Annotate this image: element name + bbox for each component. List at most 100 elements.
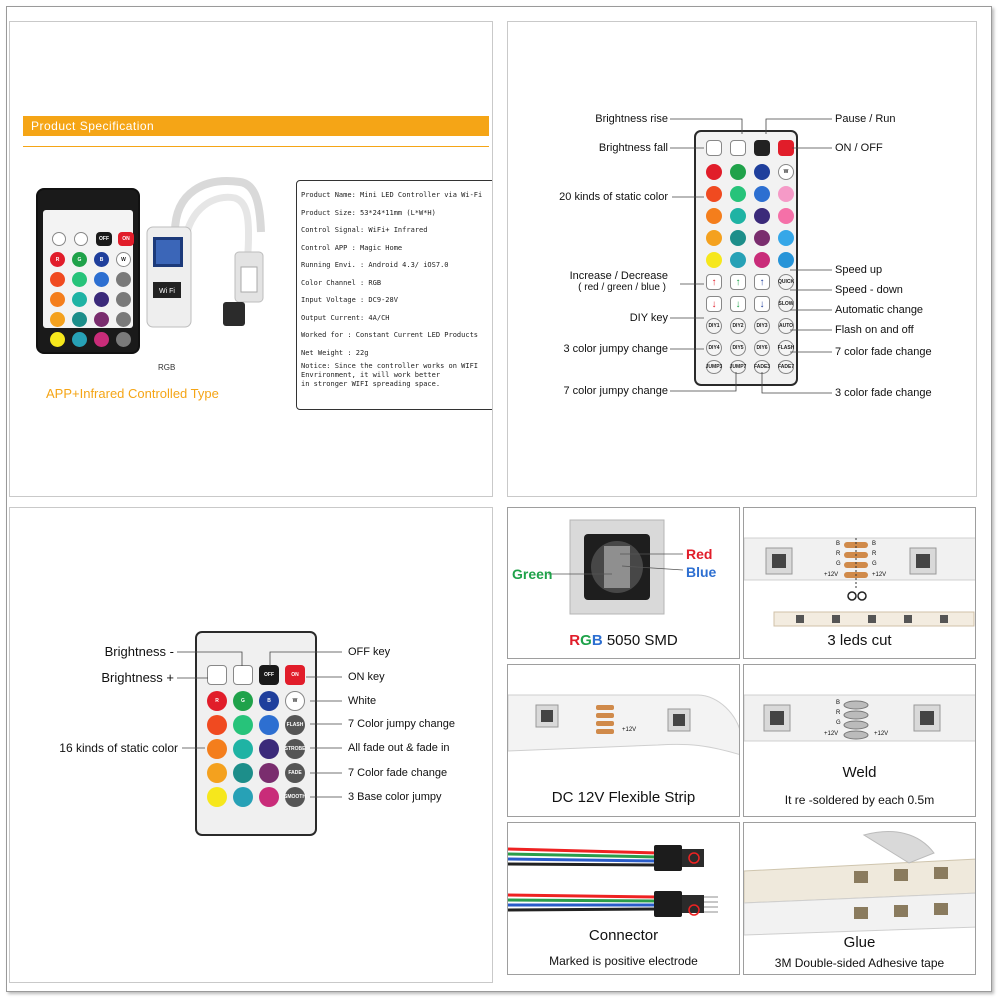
static-color-key[interactable] [730, 208, 746, 224]
static-color-key[interactable] [706, 186, 722, 202]
static-color-key[interactable]: G [233, 691, 253, 711]
strobe-button[interactable]: STROBE [285, 739, 305, 759]
white-button[interactable]: W [285, 691, 305, 711]
mini-color-key[interactable] [116, 272, 131, 287]
jump7-button[interactable]: JUMP7 [730, 360, 746, 374]
cut-pad-g-left: G [836, 561, 841, 567]
diy2-button[interactable]: DIY2 [730, 318, 746, 334]
mini-color-key[interactable] [72, 272, 87, 287]
mini-color-key[interactable]: R [50, 252, 65, 267]
mini-color-key[interactable]: W [116, 252, 131, 267]
diy4-button[interactable]: DIY4 [706, 340, 722, 356]
mini-color-key[interactable] [50, 292, 65, 307]
static-color-key[interactable] [207, 763, 227, 783]
smooth-button[interactable]: SMOOTH [284, 787, 306, 807]
mini-color-key[interactable] [50, 272, 65, 287]
mini-color-key[interactable] [94, 292, 109, 307]
mini-brightness-up-button[interactable] [74, 232, 88, 246]
mini-color-key[interactable] [50, 312, 65, 327]
label-7-color-fade: 7 color fade change [835, 346, 932, 358]
static-color-key[interactable] [706, 164, 722, 180]
mini-color-key[interactable] [116, 312, 131, 327]
jump3-button[interactable]: JUMP3 [706, 360, 722, 374]
mini-color-key[interactable] [94, 272, 109, 287]
label-speed-up: Speed up [835, 264, 883, 276]
quick-button[interactable]: QUICK [778, 274, 794, 290]
diy3-button[interactable]: DIY3 [754, 318, 770, 334]
static-color-key[interactable] [706, 208, 722, 224]
static-color-key[interactable] [259, 715, 279, 735]
static-color-key[interactable] [730, 186, 746, 202]
mini-color-key[interactable]: G [72, 252, 87, 267]
static-color-key[interactable] [754, 252, 770, 268]
static-color-key[interactable] [233, 787, 253, 807]
diy5-button[interactable]: DIY5 [730, 340, 746, 356]
static-color-key[interactable] [778, 252, 794, 268]
slow-button[interactable]: SLOW [778, 296, 794, 312]
brightness-minus-button[interactable] [207, 665, 227, 685]
decrease-channel-button[interactable]: ↓ [706, 296, 722, 312]
pause-run-button[interactable] [754, 140, 770, 156]
mini-color-key[interactable] [116, 292, 131, 307]
static-color-key[interactable] [207, 715, 227, 735]
static-color-key[interactable] [730, 230, 746, 246]
on-off-button[interactable] [778, 140, 794, 156]
static-color-key[interactable]: R [207, 691, 227, 711]
tile-connector: Connector Marked is positive electrode [507, 822, 740, 975]
static-color-key[interactable] [233, 715, 253, 735]
cut-pad-g-right: G [872, 561, 877, 567]
static-color-key[interactable] [259, 787, 279, 807]
spec-list: Product Name: Mini LED Controller via Wi… [296, 180, 492, 410]
static-color-key[interactable] [706, 230, 722, 246]
static-color-key[interactable]: B [259, 691, 279, 711]
mini-color-key[interactable] [50, 332, 65, 347]
mini-color-key[interactable] [72, 292, 87, 307]
increase-channel-button[interactable]: ↑ [706, 274, 722, 290]
brightness-fall-button[interactable] [730, 140, 746, 156]
static-color-key[interactable] [754, 186, 770, 202]
static-color-key[interactable] [730, 164, 746, 180]
mini-color-key[interactable] [94, 332, 109, 347]
static-color-key[interactable] [754, 208, 770, 224]
decrease-channel-button[interactable]: ↓ [754, 296, 770, 312]
mini-color-key[interactable] [94, 312, 109, 327]
static-color-key[interactable] [233, 739, 253, 759]
static-color-key[interactable] [259, 763, 279, 783]
static-color-key[interactable] [259, 739, 279, 759]
brightness-rise-button[interactable] [706, 140, 722, 156]
static-color-key[interactable] [730, 252, 746, 268]
flash-button[interactable]: FLASH [285, 715, 305, 735]
on-button[interactable]: ON [285, 665, 305, 685]
mini-color-key[interactable] [72, 312, 87, 327]
static-color-key[interactable] [754, 164, 770, 180]
connector-caption: Connector [588, 927, 659, 944]
mini-color-key[interactable] [72, 332, 87, 347]
static-color-key[interactable] [233, 763, 253, 783]
off-button[interactable]: OFF [259, 665, 279, 685]
decrease-channel-button[interactable]: ↓ [730, 296, 746, 312]
static-color-key[interactable] [778, 208, 794, 224]
diy1-button[interactable]: DIY1 [706, 318, 722, 334]
static-color-key[interactable] [778, 230, 794, 246]
mini-on-button[interactable]: ON [118, 232, 134, 246]
mini-brightness-down-button[interactable] [52, 232, 66, 246]
mini-color-key[interactable]: B [94, 252, 109, 267]
spec-line: Control APP : Magic Home [301, 243, 403, 252]
increase-channel-button[interactable]: ↑ [754, 274, 770, 290]
brightness-plus-button[interactable] [233, 665, 253, 685]
fade7-button[interactable]: FADE7 [778, 360, 794, 374]
mini-off-button[interactable]: OFF [96, 232, 112, 246]
increase-channel-button[interactable]: ↑ [730, 274, 746, 290]
static-color-key[interactable] [706, 252, 722, 268]
fade-button[interactable]: FADE [285, 763, 305, 783]
mini-color-key[interactable] [116, 332, 131, 347]
spec-line: Worked for : Constant Current LED Produc… [301, 331, 479, 339]
connector-subcaption: Marked is positive electrode [549, 954, 698, 968]
diy6-button[interactable]: DIY6 [754, 340, 770, 356]
static-color-key[interactable] [778, 186, 794, 202]
static-color-key[interactable] [207, 739, 227, 759]
static-color-key[interactable] [754, 230, 770, 246]
white-button[interactable]: W [778, 164, 794, 180]
static-color-key[interactable] [207, 787, 227, 807]
label-brightness-fall: Brightness fall [598, 142, 668, 154]
